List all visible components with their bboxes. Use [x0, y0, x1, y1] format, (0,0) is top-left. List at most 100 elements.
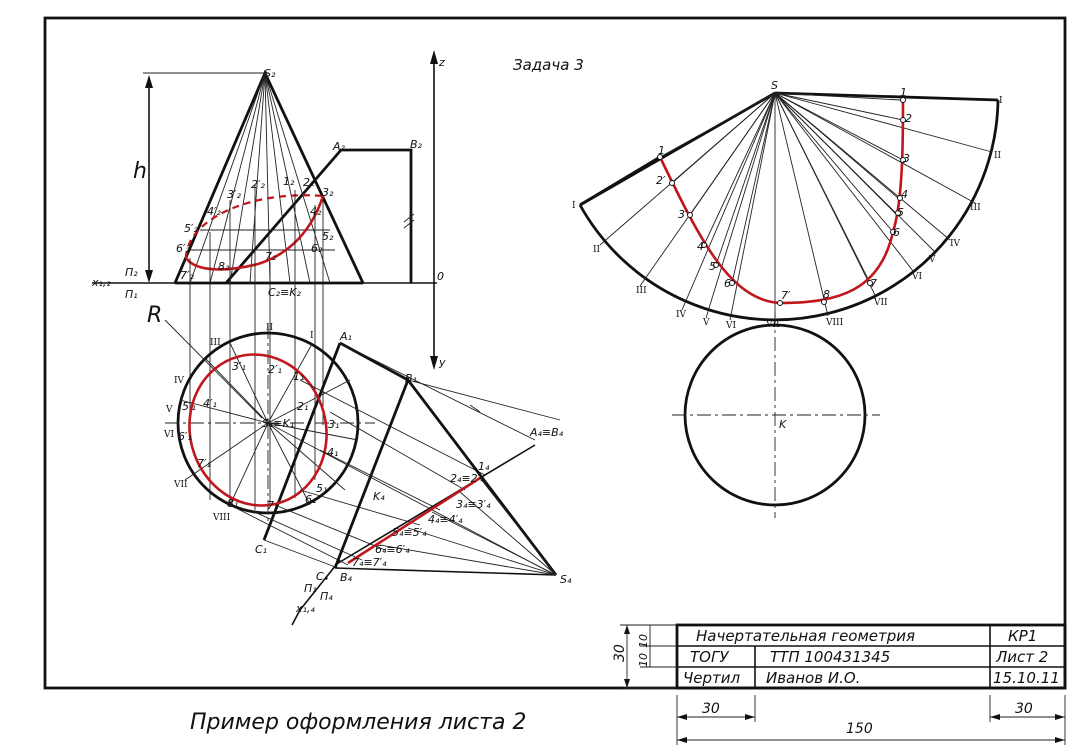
label-b1: B₁	[405, 372, 417, 385]
label-axis-z: z	[438, 56, 445, 69]
label-b4: B₄	[340, 571, 353, 584]
roman-vii-top: VII	[173, 480, 188, 490]
label-5-1: 5₁	[316, 482, 327, 495]
roman-dev-v-left: V	[702, 318, 710, 328]
label-5p-1: 5′₁	[182, 400, 196, 413]
label-4-1: 4₁	[327, 446, 338, 459]
label-8-1: 8₁	[227, 497, 238, 510]
label-6p-1: 6′₁	[178, 430, 192, 443]
roman-dev-vii-right: VII	[873, 298, 888, 308]
label-a4b4: A₄≡B₄	[529, 426, 564, 439]
label-dev-8: 8	[823, 288, 830, 301]
roman-dev-vi-right: VI	[911, 272, 922, 282]
label-dev-2p: 2′	[656, 174, 666, 187]
label-1-2: 1₂	[283, 175, 295, 188]
roman-ii-top: II	[266, 323, 274, 333]
label-6p-2: 6′₂	[176, 242, 190, 255]
label-dev-4p: 4′	[697, 240, 707, 253]
radius-label: R	[147, 303, 162, 328]
roman-dev-vii-left: VII	[765, 320, 780, 330]
roman-dev-iv-right: IV	[950, 239, 961, 249]
label-pi1: П₁	[125, 288, 138, 301]
tb-date: 15.10.11	[993, 669, 1060, 687]
front-view-labels: S₂ A₂ B₂ C₂≡K₂ 1₂ 2₂ 3₂ 4₂ 5₂ 6₂ 7₂ 8₂ 2…	[91, 56, 446, 369]
label-pi2: П₂	[125, 266, 138, 279]
tb-author: Иванов И.О.	[766, 669, 860, 687]
label-2-1: 2₁	[297, 400, 308, 413]
label-7p-1: 7′₁	[197, 457, 211, 470]
label-c1: C₁	[255, 543, 267, 556]
label-dev-s: S	[771, 79, 778, 92]
label-2p-2: 2′₂	[251, 178, 265, 191]
label-4p-2: 4′₂	[207, 205, 221, 218]
label-4-2: 4₂	[310, 205, 322, 218]
front-view	[92, 50, 438, 370]
dim-10-b: 10	[637, 653, 650, 667]
label-4p-1: 4′₁	[203, 397, 217, 410]
label-8-2: 8₂	[218, 260, 230, 273]
label-pi4: П₄	[320, 590, 333, 603]
label-3p-2: 3′₂	[227, 188, 241, 201]
top-view	[164, 319, 561, 576]
label-6-1: 6₁	[305, 493, 316, 506]
dim-30-left: 30	[702, 701, 720, 717]
roman-dev-ii-left: II	[593, 245, 601, 255]
roman-i-top: I	[310, 331, 314, 341]
label-x14: x₁,₄	[295, 602, 315, 615]
label-pi1b: П₁	[304, 582, 317, 595]
roman-dev-i-left: I	[572, 201, 576, 211]
development-labels: S K 1 2 3 4 5 6 7 8 2′ 3′ 4′ 5′ 6′ 7′ 1 …	[572, 79, 1003, 431]
label-c2k2: C₂≡K₂	[268, 286, 302, 299]
label-s2: S₂	[264, 67, 276, 80]
roman-dev-viii: VIII	[825, 318, 844, 328]
label-dev-7: 7	[870, 277, 877, 290]
label-c4: C₄	[316, 570, 329, 583]
label-a2: A₂	[332, 140, 346, 153]
tb-org: ТОГУ	[690, 648, 729, 666]
label-dev-2: 2	[905, 112, 912, 125]
roman-dev-i-right: I	[999, 96, 1003, 106]
label-s1k1: S₁≡K₁	[262, 417, 294, 430]
label-dev-4: 4	[901, 188, 908, 201]
tb-role: Чертил	[683, 669, 741, 687]
label-5-2: 5₂	[322, 230, 334, 243]
label-3-1: 3₁	[328, 418, 339, 431]
dim-30-right: 30	[1015, 701, 1033, 717]
roman-viii-top: VIII	[212, 513, 231, 523]
roman-dev-iii-right: III	[970, 203, 981, 213]
roman-v-top: V	[165, 405, 173, 415]
tb-code: КР1	[1008, 627, 1037, 645]
label-a1: A₁	[339, 330, 352, 343]
label-5-4: 5₄≡5′₄	[392, 526, 427, 539]
label-6-2: 6₂	[311, 242, 323, 255]
cone-development	[578, 91, 1000, 518]
label-dev-6: 6	[893, 226, 900, 239]
label-x12: x₁,₂	[91, 276, 111, 289]
dimensions	[620, 624, 1066, 745]
label-dev-k: K	[779, 418, 787, 431]
label-1-1: 1₁	[293, 370, 304, 383]
label-1-4: 1₄	[478, 460, 490, 473]
label-3p-1: 3′₁	[232, 360, 246, 373]
label-s4: S₄	[560, 573, 572, 586]
roman-vi-top: VI	[163, 430, 174, 440]
roman-dev-v-right: V	[928, 255, 936, 265]
label-dev-1-top: 1	[900, 86, 907, 99]
label-3-2: 3₂	[322, 186, 334, 199]
tb-sheet: Лист 2	[995, 648, 1048, 666]
roman-dev-ii-right: II	[994, 151, 1002, 161]
label-7-4: 7₄≡7′₄	[352, 556, 387, 569]
label-axis-0: 0	[437, 270, 444, 283]
label-dev-6p: 6′	[724, 277, 734, 290]
label-dev-1-left: 1	[658, 144, 665, 157]
sheet-frame	[43, 16, 1067, 690]
label-axis-y: y	[438, 356, 446, 369]
label-5p-2: 5′₂	[184, 222, 198, 235]
label-4-4: 4₄≡4′₄	[428, 513, 463, 526]
label-7-1: 7₁	[267, 499, 278, 512]
title-block	[675, 623, 1067, 690]
roman-dev-vi-left: VI	[725, 321, 736, 331]
top-view-labels: R A₁ B₁ C₁ S₁≡K₁ 1₁ 2₁ 3₁ 4₁ 5₁ 6₁ 7₁ 8₁…	[147, 303, 417, 556]
task-label: Задача 3	[513, 56, 584, 74]
auxiliary-view	[291, 377, 558, 626]
